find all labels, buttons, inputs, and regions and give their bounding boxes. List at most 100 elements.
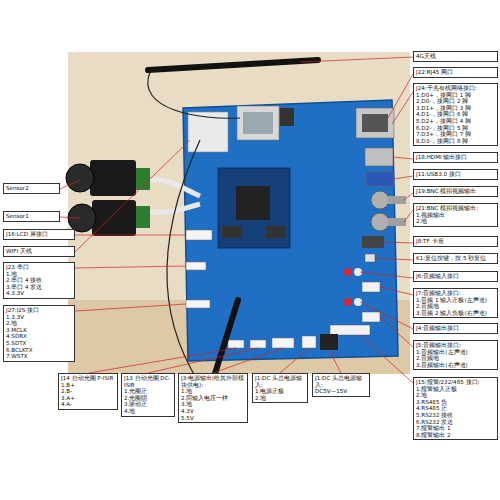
pin-line: 2.B- [61, 388, 115, 395]
usb3-connector [366, 172, 394, 186]
4g-module-can [243, 112, 273, 134]
callout-box: J3:电源输出(给其外部模块供电):1.地2.同输入电压一样3.地4.3V5.5… [178, 373, 248, 423]
callout-box: J1:DC 头总电源输入:1.电源正极2.地 [252, 373, 308, 403]
callout-title: J24:千兆有线网络接口: [416, 85, 495, 92]
leader-line [394, 176, 413, 179]
pin-line: 3.音频输出(右声道) [416, 362, 495, 369]
callout-title: WIFI 天线 [6, 248, 72, 255]
pin-line: 4.3.3V [6, 290, 72, 297]
bnc-barrel [388, 196, 406, 204]
callout-title: J11:USB3.0 接口 [416, 171, 495, 178]
4g-module [237, 106, 279, 140]
leader-line [75, 266, 186, 268]
callout-title: J8:TF 卡座 [416, 238, 495, 245]
callout-box: J21:BNC 模拟视频输出:1.视频输出2.地 [413, 203, 498, 227]
iris-header [250, 340, 266, 348]
callout-title: 4G天线 [416, 53, 495, 60]
callout-title: J16:LCD 屏接口 [6, 231, 72, 238]
callout-title: J3:电源输出(给其外部模块供电): [181, 375, 245, 388]
audio-jack-red [344, 268, 352, 276]
sim-slot [280, 108, 294, 126]
pin-line: 3.RS485 负 [416, 399, 495, 406]
callout-box: Sensor1 [3, 211, 60, 222]
table-background [68, 52, 410, 374]
sensor-ribbon [150, 180, 200, 213]
pin-line: 4.3V [181, 408, 245, 415]
pin-line: 2.串口 4 接收 [6, 277, 72, 284]
hdmi-connector [365, 148, 393, 166]
callout-title: J18:HDMI 输出接口 [416, 154, 495, 161]
leader-line [384, 242, 413, 243]
pin-line: 1.地 [6, 271, 72, 278]
lcd-connector [186, 230, 212, 240]
pin-line: 1.光圈正 [124, 388, 172, 395]
callout-title: J19:BNC 模拟视频输出 [416, 188, 495, 195]
callout-box: K1:复位按键，按 5 秒复位 [413, 253, 498, 264]
leader-line [392, 92, 413, 124]
pin-line: 2.地 [416, 218, 495, 225]
callout-title: J23 串口 [6, 264, 72, 271]
callout-box: J24:千兆有线网络接口:1.D0+，接网口 1 脚2.D0-，接网口 2 脚3… [413, 83, 498, 146]
leader-line [60, 217, 80, 218]
pin-line: 3.A+ [61, 395, 115, 402]
bnc-barrel [388, 218, 406, 226]
pin-line: 1.B+ [61, 382, 115, 389]
tf-card-socket [362, 236, 384, 248]
4g-antenna-cable [148, 72, 240, 118]
pin-line: 1.D0+，接网口 1 脚 [416, 92, 495, 99]
leader-line [404, 193, 413, 200]
pin-line: 2.地 [255, 395, 305, 402]
audio-in-header [362, 282, 380, 292]
pin-line: 1.视频输出 [416, 212, 495, 219]
memory-chip [222, 226, 242, 238]
pin-line: 3.MCLK [6, 327, 72, 334]
leader-line [404, 210, 413, 222]
wifi-antenna-cable [167, 140, 208, 396]
pin-line: DC5V—15V [315, 388, 367, 395]
pin-line: 2.音频地 [416, 303, 495, 310]
leader-lines [60, 57, 413, 383]
pin-line: 3.音频 2 输入负极(右声道) [416, 310, 495, 317]
pin-line: 2.光圈阴 [124, 395, 172, 402]
callout-box: J11:USB3.0 接口 [413, 169, 498, 180]
bnc-connector [371, 213, 389, 231]
pin-line: 5.5V [181, 415, 245, 422]
i2s-header [186, 300, 210, 308]
pin-line: 2.D0-，接网口 2 脚 [416, 98, 495, 105]
pin-line: 8.D3-，接网口 8 脚 [416, 138, 495, 145]
uart-header [186, 262, 206, 270]
bnc-connector [371, 191, 389, 209]
sensor1-camera [92, 200, 136, 236]
callout-box: J14 自动光圈 P-ISIR1.B+2.B-3.A+4.A- [58, 373, 118, 410]
soc-chip [236, 186, 270, 220]
leader-line [60, 180, 80, 189]
pin-line: 4.地 [124, 408, 172, 415]
reset-button [365, 254, 375, 262]
callout-box: J1:DC 头总电源输入:DC5V—15V [312, 373, 370, 397]
pin-line: 1.报警输入正极 [416, 386, 495, 393]
callout-title: J15:报警/232/485 接口: [416, 379, 495, 386]
pin-line: 1.音频输出(左声道) [416, 349, 495, 356]
audio-jack-red [344, 298, 352, 306]
alarm-header [330, 325, 370, 335]
leader-line [89, 348, 236, 373]
callout-title: Sensor1 [6, 213, 57, 220]
pin-line: 5.RS232 接收 [416, 412, 495, 419]
core-module [218, 168, 290, 248]
callout-box: J15:报警/232/485 接口:1.报警输入正极2.地3.RS485 负4.… [413, 377, 498, 440]
leader-line [213, 348, 283, 373]
pin-line: 4.RS485 正 [416, 405, 495, 412]
pin-line: 7.D3+，接网口 7 脚 [416, 131, 495, 138]
leader-line [380, 317, 413, 347]
sensor2-pcb [136, 168, 150, 190]
pin-line: 5.D2+，接网口 4 脚 [416, 118, 495, 125]
sensor2-camera [90, 160, 136, 196]
callout-box: J23 串口1.地2.串口 4 接收3.串口 4 发送4.3.3V [3, 262, 75, 299]
leader-line [148, 348, 258, 373]
callout-box: J18:HDMI 输出接口 [413, 152, 498, 163]
pin-line: 1.3.3V [6, 314, 72, 321]
leader-line [75, 304, 186, 311]
callout-box: J22:RJ45 网口 [413, 67, 498, 78]
callout-title: J21:BNC 模拟视频输出: [416, 205, 495, 212]
